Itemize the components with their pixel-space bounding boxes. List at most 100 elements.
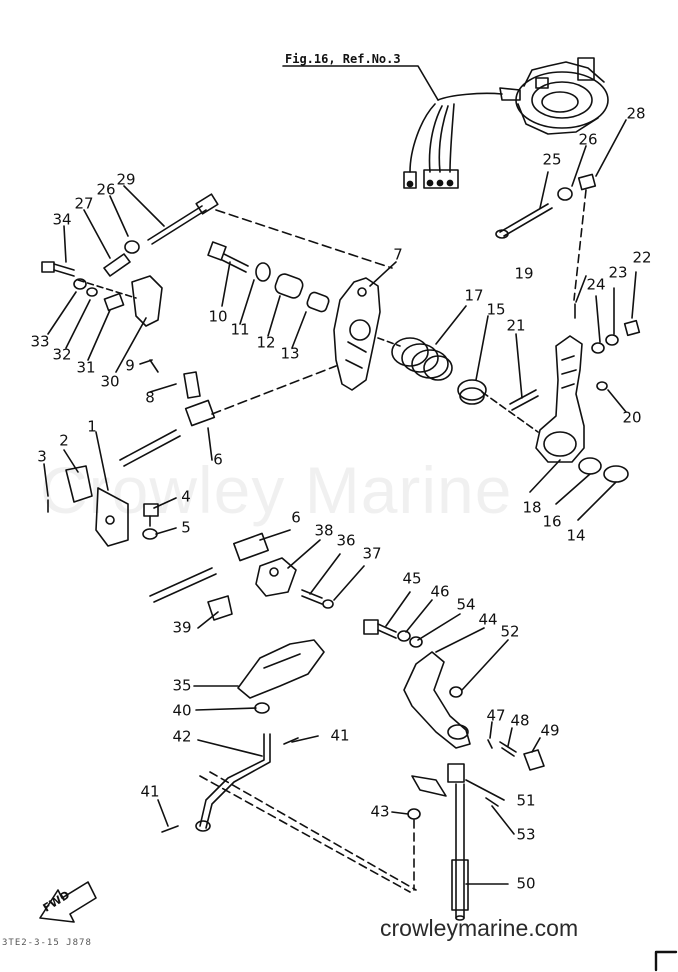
part-number-label: 29 [116, 170, 136, 189]
part-number-label: 9 [125, 356, 135, 375]
part-number-label: 2 [59, 431, 69, 450]
nut-20 [596, 381, 608, 391]
part-number-label: 1 [87, 417, 97, 436]
part-number-label: 32 [52, 345, 72, 364]
cap-49 [523, 749, 545, 771]
lever-30 [131, 275, 163, 327]
part-number-label: 47 [486, 706, 506, 725]
link-38 [255, 557, 297, 597]
spring-17 [391, 337, 453, 381]
bracket-53-plate [411, 775, 447, 797]
bushing-15 [457, 379, 487, 405]
part-number-label: 24 [586, 275, 606, 294]
guide-line-lower [209, 771, 417, 891]
washer-24 [591, 342, 605, 354]
part-number-label: 18 [522, 498, 542, 517]
part-number-label: 41 [140, 782, 160, 801]
part-number-label: 48 [510, 711, 530, 730]
part-number-label: 16 [542, 512, 562, 531]
part-number-label: 10 [208, 307, 228, 326]
footer-code: 3TE2-3-15 J878 [2, 938, 92, 948]
washer-16 [578, 457, 602, 475]
screw-4 [143, 503, 159, 527]
part-number-label: 21 [506, 316, 526, 335]
washer-46 [397, 630, 411, 642]
corner-mark [654, 950, 678, 972]
part-number-label: 39 [172, 618, 192, 637]
part-number-label: 26 [578, 130, 598, 149]
part-number-label: 15 [486, 300, 506, 319]
rod-lower [149, 567, 217, 603]
washer-5 [142, 528, 158, 540]
collar-31 [103, 292, 125, 312]
part-number-label: 5 [181, 518, 191, 537]
bolt-10 [207, 241, 249, 273]
washer-14 [603, 465, 629, 483]
bushing-13 [306, 291, 330, 313]
part-number-label: 37 [362, 544, 382, 563]
part-number-label: 4 [181, 487, 191, 506]
part-number-label: 35 [172, 676, 192, 695]
arm-35 [237, 639, 325, 699]
guide-line-29 [215, 209, 393, 269]
part-number-label: 46 [430, 582, 450, 601]
fwd-arrow-shape [39, 881, 97, 923]
collar-51 [447, 763, 465, 783]
pin-41-upper [283, 737, 299, 745]
watermark-text: Crowley Marine [40, 453, 513, 527]
part-number-label: 42 [172, 727, 192, 746]
stator-coil-assembly [403, 57, 609, 189]
nut-37 [322, 599, 334, 609]
pin-53 [485, 797, 499, 807]
part-number-label: 22 [632, 248, 652, 267]
part-number-label: 14 [566, 526, 586, 545]
link-27 [103, 253, 131, 277]
bracket-8 [183, 371, 201, 399]
lever-44 [403, 651, 471, 749]
part-number-label: 11 [230, 320, 250, 339]
part-number-label: 6 [213, 450, 223, 469]
throttle-cam-7 [333, 277, 381, 391]
pin-41-lower [161, 825, 179, 833]
bolt-45 [363, 619, 397, 639]
part-number-label: 3 [37, 447, 47, 466]
nut-26-right [557, 187, 573, 201]
washer-23 [605, 334, 619, 346]
shaft-50 [451, 783, 469, 921]
joint-6-lower [233, 532, 269, 562]
part-number-label: 25 [542, 150, 562, 169]
part-number-label: 41 [330, 726, 350, 745]
reference-leader-line [282, 65, 439, 101]
part-number-label: 36 [336, 531, 356, 550]
guide-line-28 [573, 189, 587, 301]
part-number-label: 27 [74, 194, 94, 213]
cap-22 [623, 319, 641, 337]
part-number-label: 23 [608, 263, 628, 282]
arm-18 [535, 335, 585, 463]
part-number-label: 44 [478, 610, 498, 629]
part-number-label: 54 [456, 595, 476, 614]
link-rod-29 [147, 193, 219, 245]
rod-upper [119, 429, 181, 467]
part-number-label: 28 [626, 104, 646, 123]
washer-54 [409, 636, 423, 648]
part-number-label: 52 [500, 622, 520, 641]
part-number-label: 43 [370, 802, 390, 821]
spring-48 [499, 741, 517, 757]
reference-label: Fig.16, Ref.No.3 [285, 52, 401, 66]
part-number-label: 7 [393, 245, 403, 264]
part-number-label: 51 [516, 791, 536, 810]
website-label: crowleymarine.com [380, 915, 579, 941]
joint-6-upper [184, 399, 216, 427]
screw-21 [509, 389, 539, 411]
plate-2 [65, 465, 93, 503]
part-number-label: 8 [145, 388, 155, 407]
pin-47 [487, 739, 493, 749]
bracket-1 [95, 487, 129, 547]
part-number-label: 19 [514, 264, 534, 283]
nut-43 [407, 808, 421, 820]
part-number-label: 38 [314, 521, 334, 540]
part-number-label: 40 [172, 701, 192, 720]
link-rod-25 [495, 203, 553, 239]
